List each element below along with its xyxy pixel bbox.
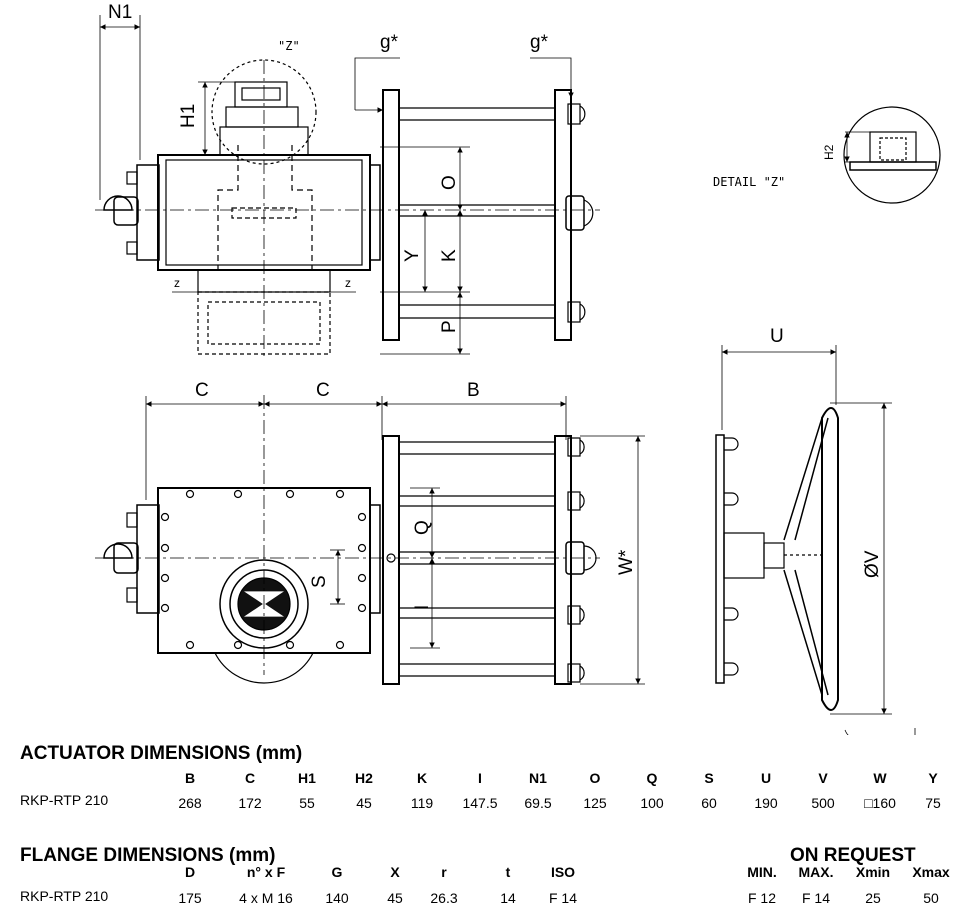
- actuator-header-13: Y: [928, 770, 938, 786]
- actuator-value-7: 125: [583, 795, 607, 811]
- actuator-header-2: H1: [298, 770, 316, 786]
- actuator-header-5: I: [478, 770, 482, 786]
- label-g2: g*: [530, 32, 549, 53]
- flange-value-0: 175: [178, 890, 202, 906]
- flange-row-name: RKP-RTP 210: [20, 888, 109, 904]
- label-detail-z: DETAIL "Z": [713, 175, 785, 189]
- actuator-header-8: Q: [646, 770, 658, 786]
- on-request-value-2: 25: [865, 890, 881, 906]
- flange-value-3: 45: [387, 890, 403, 906]
- actuator-header-9: S: [704, 770, 714, 786]
- label-h1: H1: [178, 104, 199, 128]
- flange-header-6: ISO: [550, 864, 576, 880]
- label-z-quote: "Z": [278, 39, 300, 53]
- label-s: S: [309, 575, 330, 588]
- actuator-header-11: V: [818, 770, 828, 786]
- side-view: [95, 15, 600, 360]
- actuator-header-0: B: [184, 770, 196, 786]
- label-k: K: [439, 249, 460, 262]
- flange-value-1: 4 x M 16: [239, 890, 293, 906]
- actuator-value-1: 172: [238, 795, 262, 811]
- actuator-value-9: 60: [701, 795, 717, 811]
- actuator-value-4: 119: [410, 795, 434, 811]
- label-u: U: [770, 326, 784, 347]
- actuator-header-7: O: [589, 770, 601, 786]
- label-z-right: z: [345, 276, 351, 290]
- actuator-header-12: W: [873, 770, 887, 786]
- label-w: W*: [616, 549, 637, 575]
- label-y: Y: [402, 249, 423, 262]
- label-z-left: z: [174, 276, 180, 290]
- flange-header-3: X: [390, 864, 400, 880]
- flange-header-2: G: [331, 864, 343, 880]
- front-view-labels: C C B Q S I W*: [195, 380, 637, 610]
- actuator-value-6: 69.5: [524, 795, 552, 811]
- label-v: ØV: [862, 550, 883, 578]
- actuator-header-10: U: [760, 770, 772, 786]
- side-view-labels: N1 "Z" g* g* H1 O Y K P z z: [108, 2, 549, 333]
- detail-z-view: [843, 106, 941, 204]
- on-request-value-3: 50: [923, 890, 939, 906]
- label-p: P: [439, 320, 460, 333]
- actuator-table-title: ACTUATOR DIMENSIONS (mm): [20, 743, 303, 764]
- label-c2: C: [316, 380, 330, 401]
- label-h2: H2: [822, 144, 836, 160]
- actuator-value-3: 45: [356, 795, 372, 811]
- on-request-header-0: MIN.: [747, 864, 777, 880]
- on-request-header-2: Xmin: [855, 864, 891, 880]
- flange-value-5: 14: [500, 890, 516, 906]
- actuator-header-3: H2: [355, 770, 373, 786]
- technical-drawing: N1 "Z" g* g* H1 O Y K P z z H2 DETAIL "Z…: [95, 2, 941, 735]
- actuator-value-5: 147.5: [462, 795, 498, 811]
- actuator-header-1: C: [244, 770, 256, 786]
- flange-header-1: n° x F: [246, 864, 286, 880]
- actuator-value-12: □160: [864, 795, 896, 811]
- label-c1: C: [195, 380, 209, 401]
- flange-value-4: 26.3: [430, 890, 458, 906]
- flange-value-2: 140: [325, 890, 349, 906]
- actuator-value-11: 500: [811, 795, 835, 811]
- actuator-value-13: 75: [925, 795, 941, 811]
- actuator-header-4: K: [416, 770, 428, 786]
- handwheel-view-labels: U ØV: [770, 326, 883, 578]
- on-request-value-0: F 12: [747, 890, 776, 906]
- actuator-value-10: 190: [754, 795, 778, 811]
- flange-header-4: r: [441, 864, 447, 880]
- label-o: O: [439, 175, 460, 190]
- flange-table-title: FLANGE DIMENSIONS (mm): [20, 845, 276, 866]
- actuator-value-2: 55: [299, 795, 315, 811]
- label-q: Q: [412, 520, 433, 535]
- flange-header-0: D: [184, 864, 196, 880]
- on-request-header-3: Xmax: [912, 864, 950, 880]
- on-request-title: ON REQUEST: [790, 845, 916, 866]
- flange-header-5: t: [505, 864, 511, 880]
- on-request-value-1: F 14: [801, 890, 830, 906]
- label-g1: g*: [380, 32, 399, 53]
- flange-value-6: F 14: [548, 890, 577, 906]
- actuator-row-name: RKP-RTP 210: [20, 792, 109, 808]
- on-request-header-1: MAX.: [798, 864, 834, 880]
- label-b: B: [467, 380, 480, 401]
- actuator-header-6: N1: [529, 770, 547, 786]
- front-view: [95, 395, 645, 685]
- handwheel-view: [715, 345, 916, 735]
- label-n1: N1: [108, 2, 132, 23]
- actuator-value-8: 100: [640, 795, 664, 811]
- label-i: I: [412, 605, 433, 610]
- actuator-value-0: 268: [178, 795, 202, 811]
